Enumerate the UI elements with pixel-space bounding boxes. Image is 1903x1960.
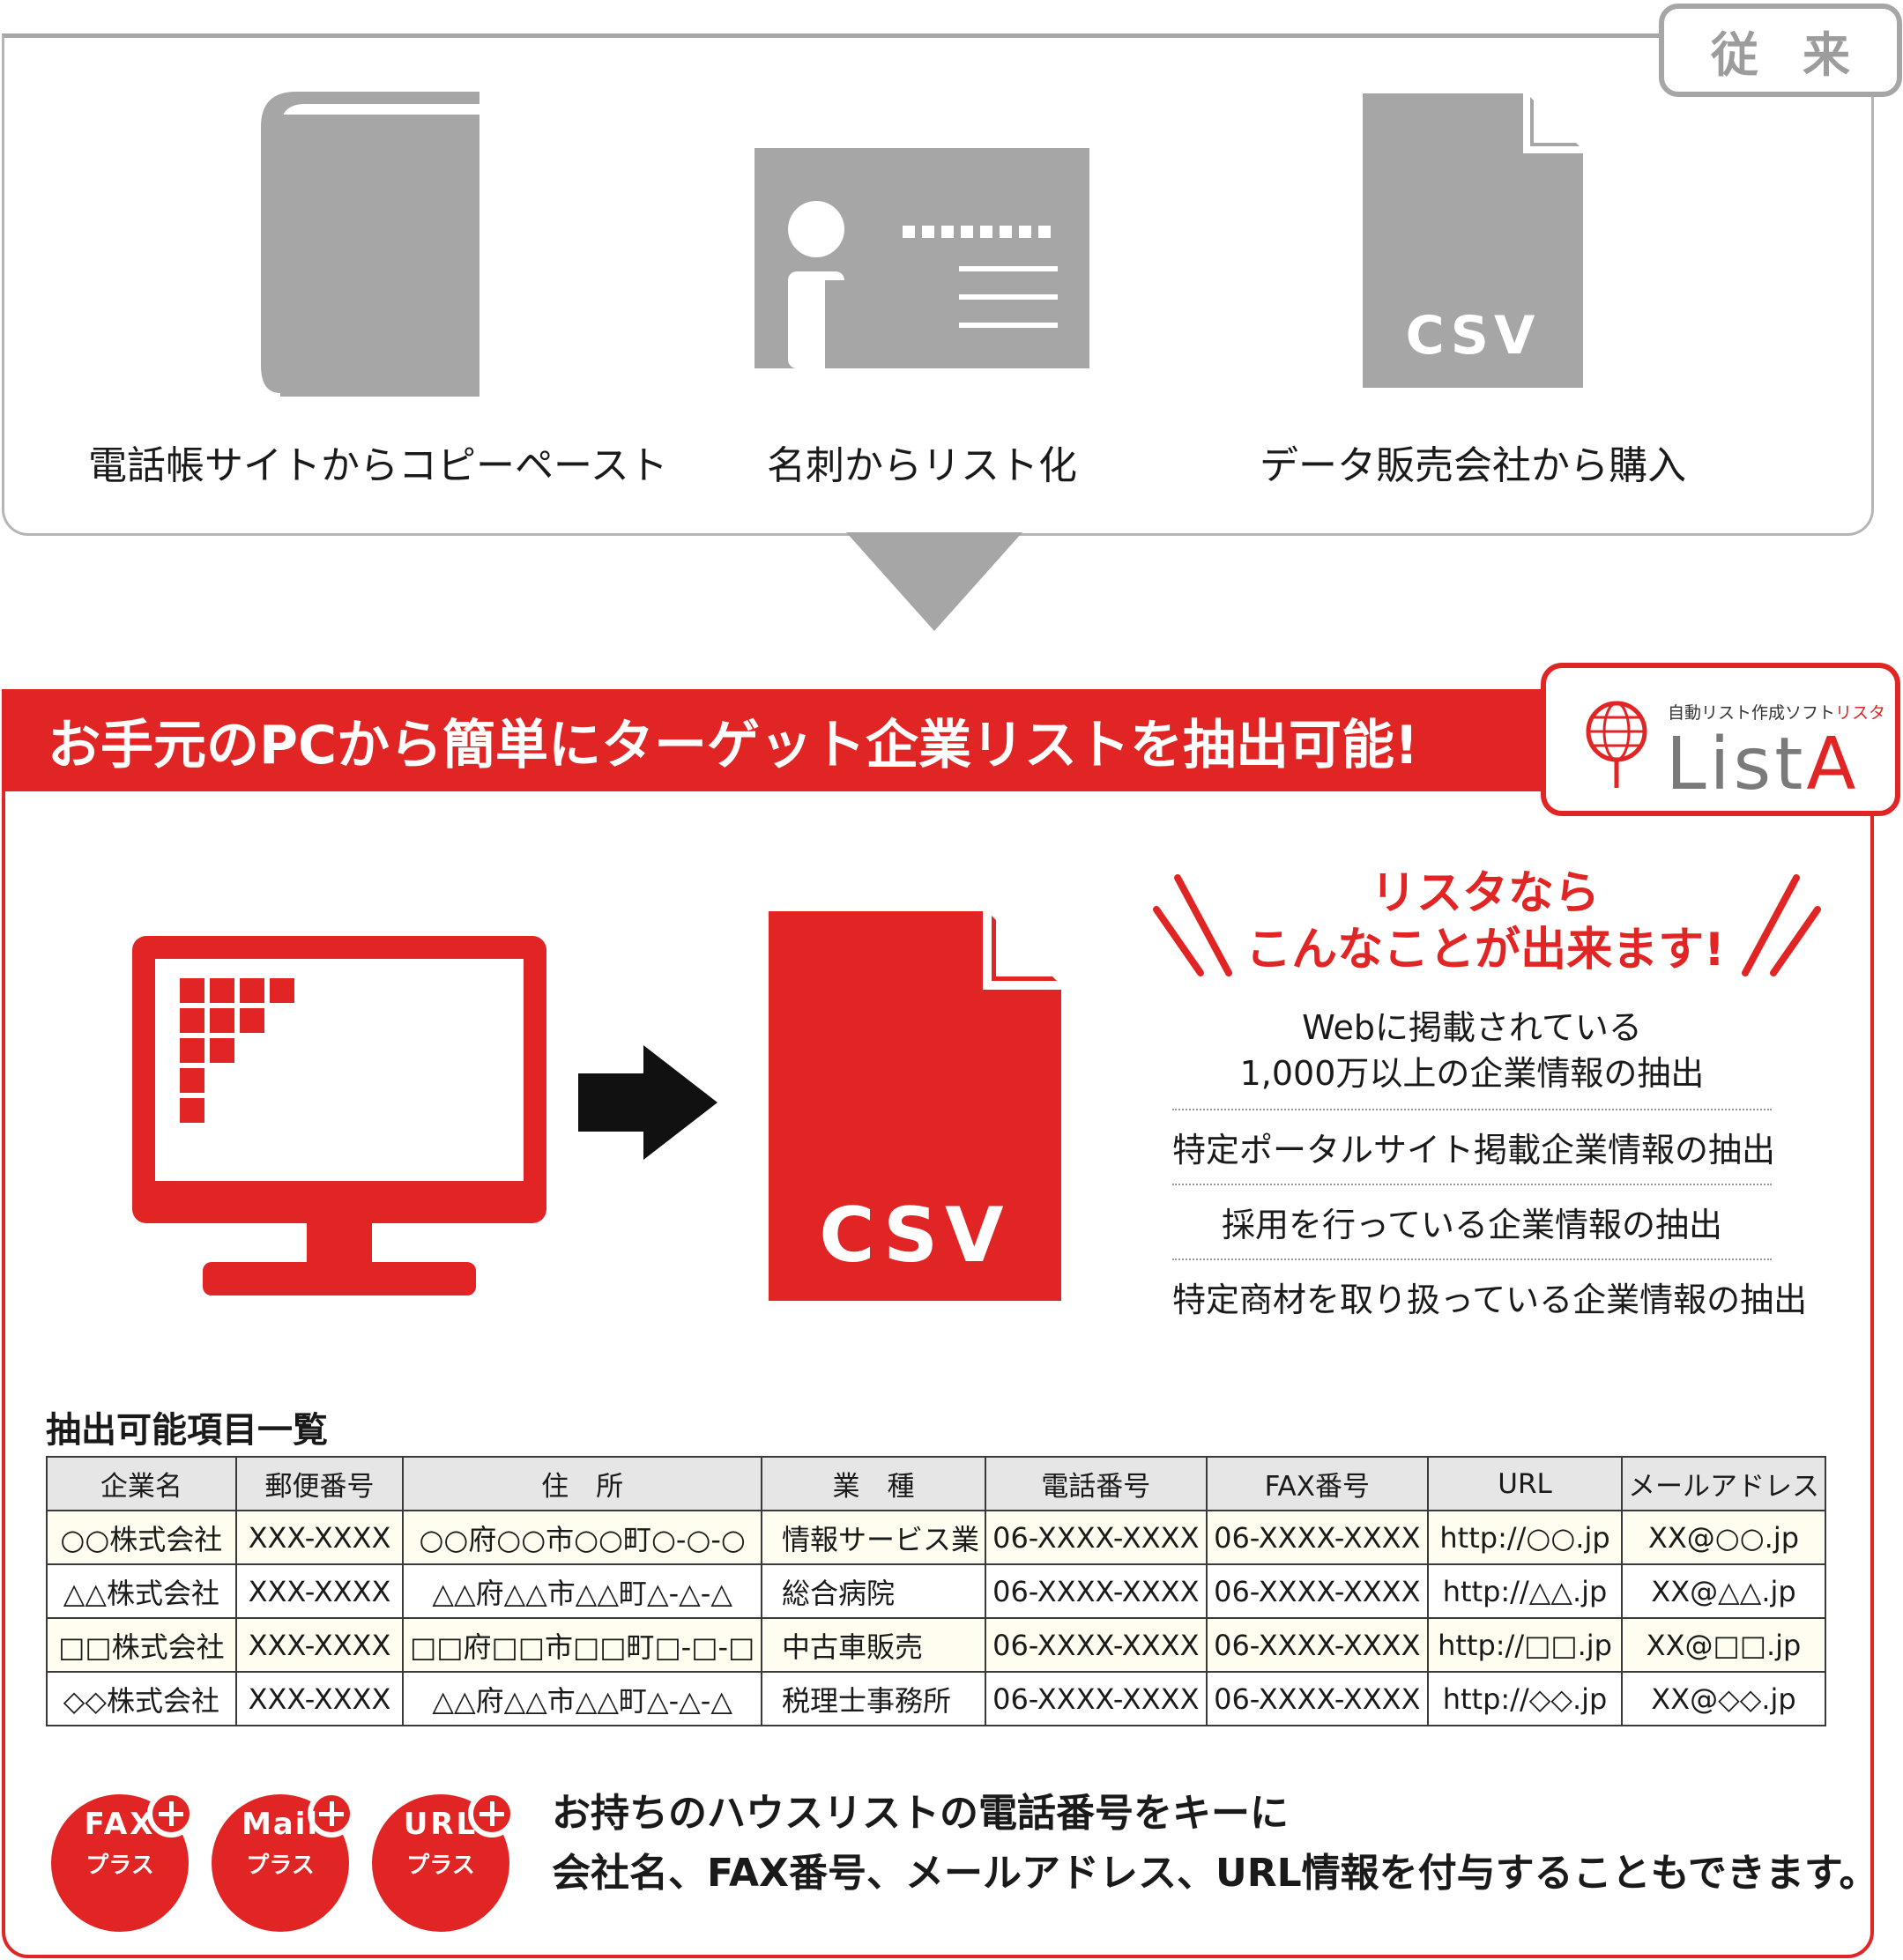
table-row: ○○株式会社 XXX-XXXX ○○府○○市○○町○-○-○ 情報サービス業 0… <box>46 1510 1827 1565</box>
table-cell: 06-XXXX-XXXX <box>985 1617 1208 1673</box>
table-cell: △△府△△市△△町△-△-△ <box>402 1563 763 1619</box>
feature-item: 採用を行っている企業情報の抽出 <box>1172 1185 1772 1260</box>
table-cell: XXX-XXXX <box>234 1671 405 1726</box>
csv-file-red-label: CSV <box>819 1192 1011 1280</box>
business-card-icon <box>755 148 1089 368</box>
table-cell: △△株式会社 <box>46 1563 237 1619</box>
csv-file-icon <box>1363 93 1583 388</box>
table-cell: XXX-XXXX <box>234 1510 405 1565</box>
table-cell: 06-XXXX-XXXX <box>1205 1510 1430 1565</box>
url-plus-badge-top: URL <box>403 1807 479 1842</box>
table-header-row: 企業名 郵便番号 住 所 業 種 電話番号 FAX番号 URL メールアドレス <box>46 1456 1827 1511</box>
extractable-items-table: 企業名 郵便番号 住 所 業 種 電話番号 FAX番号 URL メールアドレス … <box>46 1456 1827 1726</box>
table-header: 業 種 <box>761 1456 987 1511</box>
burst-lines-right <box>1742 874 1821 976</box>
monitor-icon <box>132 936 546 1296</box>
table-cell: 総合病院 <box>761 1563 987 1619</box>
table-cell: ○○府○○市○○町○-○-○ <box>402 1510 763 1565</box>
traditional-tag: 従来 <box>1659 4 1902 97</box>
table-header: メールアドレス <box>1620 1456 1827 1511</box>
plus-note: お持ちのハウスリストの電話番号をキーに 会社名、FAX番号、メールアドレス、UR… <box>552 1784 1877 1904</box>
fax-plus-badge <box>51 1790 195 1932</box>
url-plus-badge-bottom: プラス <box>406 1852 475 1879</box>
table-row: △△株式会社 XXX-XXXX △△府△△市△△町△-△-△ 総合病院 06-X… <box>46 1563 1827 1619</box>
table-cell: XXX-XXXX <box>234 1563 405 1619</box>
csv-file-icon-label: CSV <box>1405 305 1541 367</box>
plus-note-line-2: 会社名、FAX番号、メールアドレス、URL情報を付与することもできます。 <box>552 1851 1878 1896</box>
table-cell: XX@◇◇.jp <box>1620 1671 1827 1726</box>
table-header: FAX番号 <box>1205 1456 1430 1511</box>
catch-copy: リスタなら こんなことが出来ます! <box>1199 865 1772 978</box>
lista-panel <box>2 689 1874 1958</box>
logo-name-accent: A <box>1806 723 1860 806</box>
table-cell: 税理士事務所 <box>761 1671 987 1726</box>
table-header: 電話番号 <box>985 1456 1208 1511</box>
table-cell: XX@○○.jp <box>1620 1510 1827 1565</box>
logo-sub-text: 自動リスト作成ソフト <box>1668 703 1836 723</box>
feature-item: Webに掲載されている 1,000万以上の企業情報の抽出 <box>1172 1005 1772 1110</box>
fax-plus-badge-bottom: プラス <box>85 1852 154 1879</box>
table-cell: □□株式会社 <box>46 1617 237 1673</box>
table-row: □□株式会社 XXX-XXXX □□府□□市□□町□-□-□ 中古車販売 06-… <box>46 1617 1827 1673</box>
table-cell: XX@□□.jp <box>1620 1617 1827 1673</box>
mail-plus-badge-top: Mail <box>241 1807 320 1842</box>
table-cell: 06-XXXX-XXXX <box>985 1671 1208 1726</box>
table-cell: http://△△.jp <box>1427 1563 1623 1619</box>
csv-file-red-icon <box>769 911 1061 1301</box>
traditional-item-label-card: 名刺からリスト化 <box>767 443 1077 488</box>
globe-pin-icon <box>1586 701 1647 788</box>
feature-list: Webに掲載されている 1,000万以上の企業情報の抽出 特定ポータルサイト掲載… <box>1172 1005 1808 1333</box>
table-header: URL <box>1427 1456 1623 1511</box>
logo-sub-red: リスタ <box>1835 703 1886 723</box>
table-cell: 中古車販売 <box>761 1617 987 1673</box>
table-header: 郵便番号 <box>234 1456 405 1511</box>
table-row: ◇◇株式会社 XXX-XXXX △△府△△市△△町△-△-△ 税理士事務所 06… <box>46 1671 1827 1726</box>
table-cell: http://○○.jp <box>1427 1510 1623 1565</box>
table-cell: 06-XXXX-XXXX <box>1205 1617 1430 1673</box>
table-cell: △△府△△市△△町△-△-△ <box>402 1671 763 1726</box>
table-header: 企業名 <box>46 1456 237 1511</box>
plus-note-line-1: お持ちのハウスリストの電話番号をキーに <box>552 1791 1289 1836</box>
phonebook-icon <box>261 92 479 397</box>
fax-plus-badge-top: FAX <box>84 1807 156 1842</box>
table-cell: 06-XXXX-XXXX <box>1205 1671 1430 1726</box>
table-cell: 06-XXXX-XXXX <box>985 1510 1208 1565</box>
lista-banner: お手元のPCから簡単にターゲット企業リストを抽出可能! <box>2 689 1553 791</box>
burst-lines-left <box>1153 874 1232 976</box>
table-cell: http://□□.jp <box>1427 1617 1623 1673</box>
table-cell: XX@△△.jp <box>1620 1563 1827 1619</box>
url-plus-badge <box>372 1790 516 1932</box>
table-cell: 情報サービス業 <box>761 1510 987 1565</box>
logo-name: List <box>1666 723 1807 806</box>
mail-plus-badge-bottom: プラス <box>246 1852 315 1879</box>
mail-plus-badge <box>212 1790 355 1932</box>
traditional-item-label-purchase: データ販売会社から購入 <box>1260 443 1686 488</box>
traditional-item-label-phonebook: 電話帳サイトからコピーペースト <box>88 443 668 488</box>
table-cell: □□府□□市□□町□-□-□ <box>402 1617 763 1673</box>
table-header: 住 所 <box>402 1456 763 1511</box>
catch-line-2: こんなことが出来ます! <box>1245 924 1725 976</box>
table-cell: 06-XXXX-XXXX <box>985 1563 1208 1619</box>
catch-line-1: リスタなら <box>1370 867 1600 920</box>
table-cell: 06-XXXX-XXXX <box>1205 1563 1430 1619</box>
lista-logo: 自動リスト作成ソフトリスタ ListA <box>1541 663 1900 816</box>
table-cell: ○○株式会社 <box>46 1510 237 1565</box>
feature-item: 特定ポータルサイト掲載企業情報の抽出 <box>1172 1110 1775 1185</box>
table-cell: XXX-XXXX <box>234 1617 405 1673</box>
table-cell: ◇◇株式会社 <box>46 1671 237 1726</box>
right-arrow-icon <box>578 1045 717 1160</box>
feature-item: 特定商材を取り扱っている企業情報の抽出 <box>1172 1281 1808 1319</box>
table-title: 抽出可能項目一覧 <box>46 1410 328 1451</box>
table-cell: http://◇◇.jp <box>1427 1671 1623 1726</box>
down-arrow-icon <box>846 532 1022 631</box>
